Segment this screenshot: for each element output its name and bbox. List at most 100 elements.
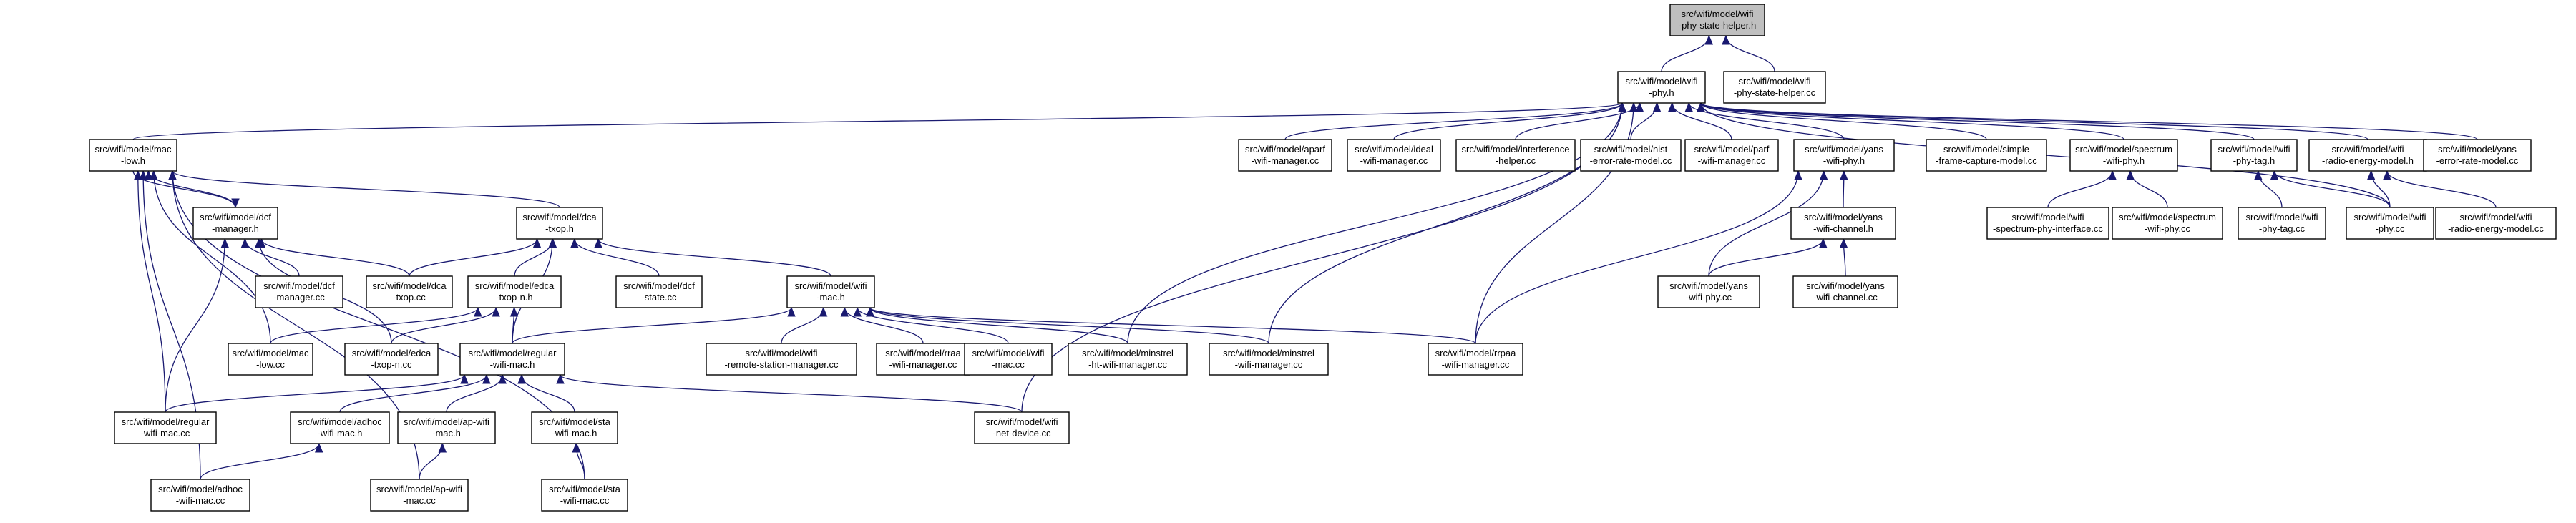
node-box [531,411,618,444]
node-spectrum-iface[interactable]: src/wifi/model/wifi-spectrum-phy-interfa… [1986,207,2109,240]
node-label: src/wifi/model/wifi [745,348,817,358]
arrowhead [1840,170,1848,180]
edge-rraa-to-wifi-mac-h [844,307,924,344]
node-mac-low-h[interactable]: src/wifi/model/mac-low.h [89,139,177,172]
node-regular-mac-cc[interactable]: src/wifi/model/regular-wifi-mac.cc [114,411,217,444]
edge-dcf-state-to-dca-txop-h [574,238,660,277]
node-label: -net-device.cc [993,428,1051,439]
node-yans-phy-h[interactable]: src/wifi/model/yans-wifi-phy.h [1793,139,1895,172]
node-box [290,411,390,444]
node-dca-txop-cc[interactable]: src/wifi/model/dca-txop.cc [366,275,453,308]
node-phy-state-helper-h[interactable]: src/wifi/model/wifi-phy-state-helper.h [1669,4,1765,36]
node-label: -txop.cc [393,292,426,303]
dependency-edges [132,34,2497,480]
node-label: src/wifi/model/yans [1805,144,1883,155]
node-sta-mac-h[interactable]: src/wifi/model/sta-wifi-mac.h [531,411,618,444]
node-rraa[interactable]: src/wifi/model/rraa-wifi-manager.cc [876,343,970,376]
node-yans-phy-cc[interactable]: src/wifi/model/yans-wifi-phy.cc [1657,275,1760,308]
edge-ap-mac-cc-to-ap-mac-h [419,443,443,480]
node-dca-txop-h[interactable]: src/wifi/model/dca-txop.h [516,207,603,240]
node-ideal[interactable]: src/wifi/model/ideal-wifi-manager.cc [1347,139,1441,172]
node-radio-energy-h[interactable]: src/wifi/model/wifi-radio-energy-model.h [2308,139,2427,172]
node-parf[interactable]: src/wifi/model/parf-wifi-manager.cc [1684,139,1779,172]
edge-spectrum-iface-to-spectrum-phy-h [2047,170,2113,208]
node-label: -radio-energy-model.h [2322,155,2414,166]
arrowhead [1667,102,1677,112]
arrowhead [482,373,491,384]
node-yans-channel-cc[interactable]: src/wifi/model/yans-wifi-channel.cc [1792,275,1898,308]
node-yans-channel-h[interactable]: src/wifi/model/yans-wifi-channel.h [1790,207,1896,240]
node-dcf-state[interactable]: src/wifi/model/dcf-state.cc [615,275,703,308]
node-label: src/wifi/model/edca [475,280,555,291]
arrowhead [2254,170,2263,180]
node-minstrel-ht[interactable]: src/wifi/model/minstrel-ht-wifi-manager.… [1068,343,1188,376]
node-dcf-manager-h[interactable]: src/wifi/model/dcf-manager.h [192,207,278,240]
node-label: src/wifi/model/spectrum [2119,212,2216,223]
node-interference[interactable]: src/wifi/model/interference-helper.cc [1455,139,1576,172]
node-mac-low-cc[interactable]: src/wifi/model/mac-low.cc [228,343,313,376]
node-box [1986,207,2109,240]
node-box [2210,139,2298,172]
node-label: -wifi-phy.cc [2145,223,2191,234]
node-spectrum-phy-h[interactable]: src/wifi/model/spectrum-wifi-phy.h [2069,139,2178,172]
node-wifi-mac-h[interactable]: src/wifi/model/wifi-mac.h [786,275,875,308]
node-label: src/wifi/model/wifi [2459,212,2532,223]
node-label: src/wifi/model/yans [1669,280,1748,291]
node-adhoc-mac-cc[interactable]: src/wifi/model/adhoc-wifi-mac.cc [150,479,250,512]
arrowhead [220,238,230,248]
node-box [1926,139,2047,172]
arrowhead [1618,102,1626,112]
node-label: -txop-n.cc [371,359,412,370]
node-phy-state-helper-cc[interactable]: src/wifi/model/wifi-phy-state-helper.cc [1723,71,1826,104]
node-box [366,275,453,308]
node-box [150,479,250,512]
node-label: -ht-wifi-manager.cc [1088,359,1167,370]
node-box [1580,139,1682,172]
node-label: src/wifi/model/parf [1694,144,1770,155]
arrowhead [819,306,828,317]
node-radio-energy-cc[interactable]: src/wifi/model/wifi-radio-energy-model.c… [2435,207,2557,240]
arrowhead [548,238,557,248]
node-edca-txop-n-cc[interactable]: src/wifi/model/edca-txop-n.cc [344,343,439,376]
node-phy-tag-h[interactable]: src/wifi/model/wifi-phy-tag.h [2210,139,2298,172]
node-label: src/wifi/model/aparf [1245,144,1325,155]
node-remote-station[interactable]: src/wifi/model/wifi-remote-station-manag… [706,343,857,376]
node-adhoc-mac-h[interactable]: src/wifi/model/adhoc-wifi-mac.h [290,411,390,444]
node-label: src/wifi/model/spectrum [2075,144,2172,155]
edge-regular-mac-cc-to-mac-low-h [137,170,166,413]
node-box [1669,4,1765,36]
node-nist[interactable]: src/wifi/model/nist-error-rate-model.cc [1580,139,1682,172]
arrowhead [150,170,158,180]
node-edca-txop-n-h[interactable]: src/wifi/model/edca-txop-n.h [467,275,562,308]
arrowhead [1697,102,1705,112]
node-label: -low.cc [256,359,285,370]
edge-remote-station-to-wifi-mac-h [781,307,824,344]
node-wifi-phy-h[interactable]: src/wifi/model/wifi-phy.h [1617,71,1706,104]
node-rrpaa[interactable]: src/wifi/model/rrpaa-wifi-manager.cc [1428,343,1523,376]
node-box [1792,275,1898,308]
node-simple-capture[interactable]: src/wifi/model/simple-frame-capture-mode… [1926,139,2047,172]
node-wifi-phy-cc[interactable]: src/wifi/model/wifi-phy.cc [2346,207,2434,240]
node-label: -wifi-phy.h [1823,155,1865,166]
node-ap-mac-h[interactable]: src/wifi/model/ap-wifi-mac.h [397,411,496,444]
node-label: -phy.h [1649,87,1674,98]
node-dcf-manager-cc[interactable]: src/wifi/model/dcf-manager.cc [255,275,343,308]
node-wifi-mac-cc[interactable]: src/wifi/model/wifi-mac.cc [964,343,1053,376]
node-box [1684,139,1779,172]
node-box [1209,343,1329,376]
node-sta-mac-cc[interactable]: src/wifi/model/sta-wifi-mac.cc [541,479,628,512]
arrowhead [231,198,240,209]
node-minstrel[interactable]: src/wifi/model/minstrel-wifi-manager.cc [1209,343,1329,376]
node-yans-error[interactable]: src/wifi/model/yans-error-rate-model.cc [2423,139,2532,172]
node-ap-mac-cc[interactable]: src/wifi/model/ap-wifi-mac.cc [370,479,469,512]
node-box [1790,207,1896,240]
node-box [397,411,496,444]
node-phy-tag-cc[interactable]: src/wifi/model/wifi-phy-tag.cc [2238,207,2326,240]
node-label: -radio-energy-model.cc [2448,223,2544,234]
node-box [89,139,177,172]
node-aparf[interactable]: src/wifi/model/aparf-wifi-manager.cc [1238,139,1332,172]
node-spectrum-phy-cc[interactable]: src/wifi/model/spectrum-wifi-phy.cc [2112,207,2223,240]
node-net-device[interactable]: src/wifi/model/wifi-net-device.cc [974,411,1070,444]
node-regular-mac-h[interactable]: src/wifi/model/regular-wifi-mac.h [459,343,565,376]
node-label: src/wifi/model/adhoc [158,484,243,494]
